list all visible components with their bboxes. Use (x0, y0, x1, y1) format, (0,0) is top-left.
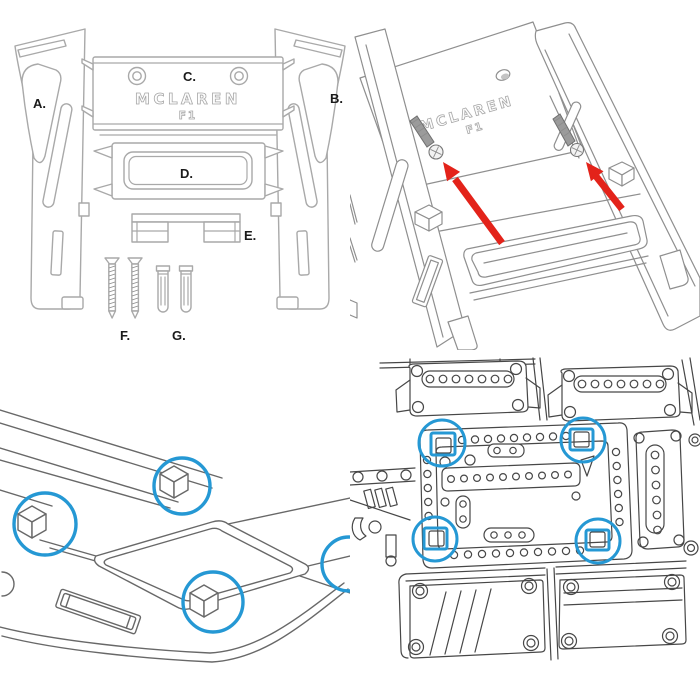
highlight-circle (574, 517, 622, 565)
highlight-circles (12, 456, 350, 634)
part-e-bracket (131, 213, 241, 243)
highlight-circle (320, 535, 350, 593)
alignment-peg (414, 204, 443, 232)
part-label-a: A. (33, 96, 46, 111)
part-d-base-plate (93, 142, 284, 200)
axle-hole (435, 437, 452, 454)
axle-hole (573, 431, 590, 448)
screw-icon (409, 115, 444, 160)
part-label-f: F. (120, 328, 130, 343)
screw-icon (127, 257, 143, 319)
part-f-screws (104, 257, 143, 319)
red-arrow (443, 162, 505, 246)
bottom-panels (398, 560, 687, 661)
highlight-square (422, 526, 449, 551)
highlight-circle (12, 491, 78, 557)
highlight-circle (152, 456, 212, 516)
anchor-icon (155, 265, 171, 313)
highlight-circle (411, 515, 459, 563)
part-g-anchors (155, 265, 194, 313)
part-label-e: E. (244, 228, 256, 243)
parts-diagram-panel: MCLAREN F1 (14, 28, 346, 343)
mounting-slot (55, 588, 142, 635)
lego-underside-panel (350, 357, 700, 661)
highlight-square (584, 528, 611, 552)
technic-frame (419, 422, 633, 569)
bottom-edge (0, 571, 349, 663)
technic-panel (547, 365, 693, 422)
part-label-g: G. (172, 328, 186, 343)
red-arrow (586, 162, 625, 212)
part-label-b: B. (330, 91, 343, 106)
anchor-icon (178, 265, 194, 313)
stand-closeup-panel (0, 409, 350, 663)
highlight-square (568, 427, 595, 452)
screw-icon (104, 257, 120, 319)
highlight-square (429, 431, 457, 457)
assembly-step-panel: MCLAREN F1 (350, 21, 700, 350)
part-label-c: C. (183, 69, 196, 84)
alignment-peg (17, 505, 47, 539)
bottom-left-panel (407, 577, 546, 659)
right-technic-panel (633, 429, 700, 556)
axle-hole (589, 531, 606, 548)
axle-hole (428, 530, 445, 547)
logo-text-f1: F1 (179, 110, 197, 122)
highlight-circle (417, 418, 467, 468)
highlight-markers (411, 416, 622, 565)
base-recess-ring (93, 520, 310, 610)
alignment-peg (608, 161, 635, 187)
alignment-peg (189, 584, 219, 618)
technic-panel (395, 360, 541, 417)
base-slab (439, 193, 649, 301)
alignment-peg (159, 465, 189, 499)
logo-text-f1: F1 (465, 120, 486, 137)
left-side-rail (350, 28, 478, 350)
left-parts (350, 467, 416, 567)
bottom-right-panel (558, 573, 687, 650)
part-label-d: D. (180, 166, 193, 181)
screw-icon (552, 113, 585, 158)
part-a-side-panel (14, 28, 90, 310)
highlight-circle (559, 416, 607, 464)
highlight-circle (181, 570, 245, 634)
logo-text-mclaren: MCLAREN (135, 90, 241, 108)
right-side-rail (534, 22, 700, 331)
part-c-logo-plate: MCLAREN F1 (81, 56, 295, 136)
